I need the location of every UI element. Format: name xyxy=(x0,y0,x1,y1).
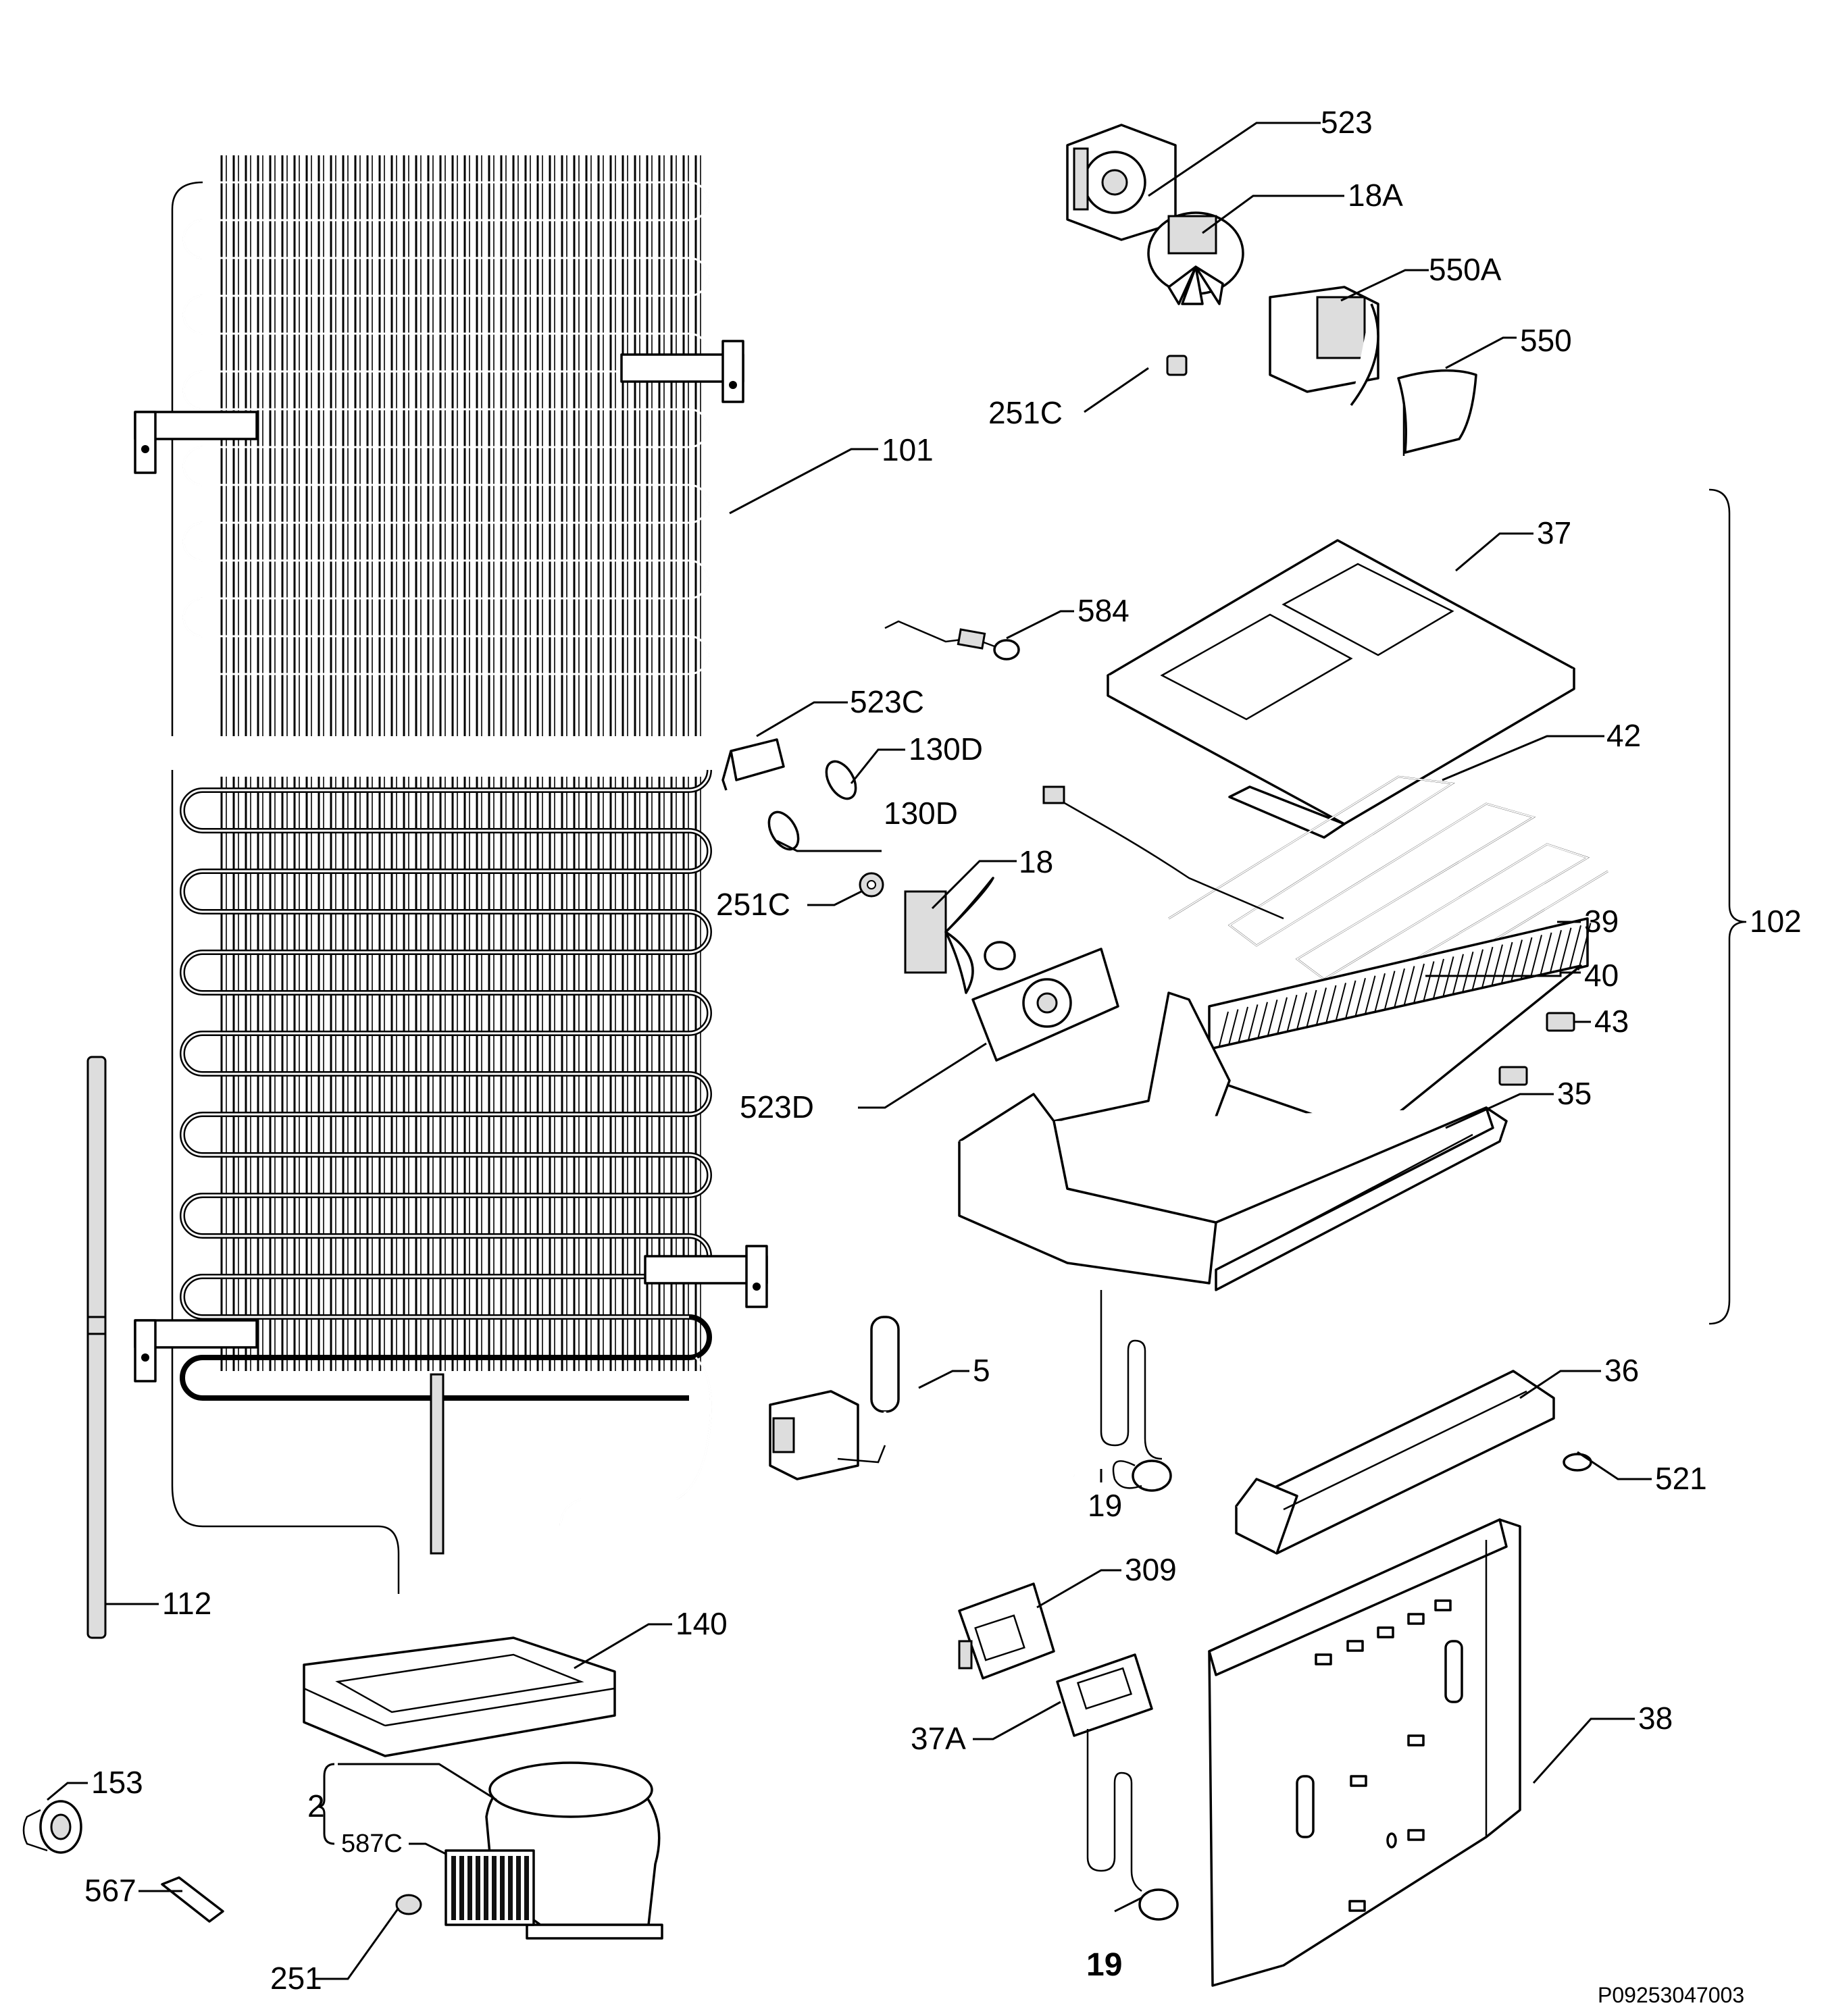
label-521: 521 xyxy=(1655,1461,1707,1496)
sensor-part-584 xyxy=(884,620,1020,661)
bracket-right-upper xyxy=(620,340,744,403)
condenser-part-101 xyxy=(134,155,768,1594)
label-112: 112 xyxy=(162,1586,211,1621)
label-19-top: 19 xyxy=(1088,1488,1122,1523)
control-board-part-309 xyxy=(958,1582,1055,1680)
label-550: 550 xyxy=(1520,323,1572,358)
label-40: 40 xyxy=(1584,958,1619,993)
label-523d: 523D xyxy=(740,1089,814,1125)
label-587c: 587C xyxy=(341,1830,403,1858)
grommet-part-251 xyxy=(395,1894,422,1915)
bracket-part-523c xyxy=(721,738,785,791)
compressor-tray-part-140 xyxy=(303,1636,616,1757)
heater-cable-part-19-bottom xyxy=(1086,1729,1179,1921)
grommet-part-251c-mid xyxy=(859,872,884,898)
label-2: 2 xyxy=(307,1788,325,1824)
drain-tray-part-35 xyxy=(958,991,1508,1291)
label-251c-mid: 251C xyxy=(716,887,790,922)
clip-part-567 xyxy=(161,1876,224,1923)
label-153: 153 xyxy=(91,1765,143,1800)
gasket-part-521 xyxy=(1563,1453,1592,1472)
fan-motor-part-18a xyxy=(1147,211,1244,305)
label-130d-b: 130D xyxy=(884,796,958,831)
fan-bracket-part-523d xyxy=(971,948,1119,1062)
fan-cover-part-523 xyxy=(1066,124,1177,241)
diagram-code: P09253047003 xyxy=(1598,1983,1744,2007)
heater-cable-part-19-top xyxy=(1100,1290,1172,1492)
label-251c-top: 251C xyxy=(988,395,1063,430)
label-140: 140 xyxy=(676,1606,728,1641)
tube-part-153 xyxy=(22,1800,82,1854)
bracket-right-lower xyxy=(644,1245,768,1308)
bracket-part-102 xyxy=(1708,488,1747,1325)
label-523: 523 xyxy=(1321,105,1373,140)
clips-part-43 xyxy=(1498,1012,1575,1086)
label-37: 37 xyxy=(1537,515,1571,550)
display-board-part-37a xyxy=(1056,1653,1153,1737)
damper-cover-part-550 xyxy=(1397,369,1477,456)
label-567: 567 xyxy=(84,1873,136,1908)
label-35: 35 xyxy=(1557,1076,1592,1111)
fan-part-18 xyxy=(904,877,1016,994)
valve-part-5 xyxy=(769,1316,1075,1480)
label-43: 43 xyxy=(1594,1004,1629,1039)
labels: 523 18A 550A 550 251C 101 37 584 523C 13… xyxy=(84,105,1802,2007)
label-102: 102 xyxy=(1750,904,1802,939)
label-130d-a: 130D xyxy=(909,731,983,767)
label-39: 39 xyxy=(1584,904,1619,939)
label-101: 101 xyxy=(882,432,934,467)
bracket-left-upper xyxy=(134,411,258,474)
clip-part-130d-lower xyxy=(767,810,800,851)
damper-part-550a xyxy=(1269,286,1379,407)
drip-tray-part-36 xyxy=(1235,1370,1555,1555)
label-42: 42 xyxy=(1606,718,1641,753)
bracket-left-lower xyxy=(134,1319,258,1382)
drain-tube-part-112 xyxy=(86,1056,107,1639)
label-18a: 18A xyxy=(1348,178,1403,213)
label-5: 5 xyxy=(973,1353,990,1388)
label-36: 36 xyxy=(1604,1353,1639,1388)
leader-lines xyxy=(47,122,1652,1980)
label-523c: 523C xyxy=(850,684,924,719)
label-38: 38 xyxy=(1638,1701,1673,1736)
label-550a: 550A xyxy=(1429,252,1502,287)
cover-plate-part-37 xyxy=(1107,539,1575,839)
relay-part-587c xyxy=(445,1849,535,1926)
label-18: 18 xyxy=(1019,844,1053,879)
label-309: 309 xyxy=(1125,1552,1177,1587)
clip-part-130d-upper xyxy=(825,760,857,800)
label-37a: 37A xyxy=(911,1721,966,1756)
label-19-bottom: 19 xyxy=(1086,1947,1122,1983)
back-panel-part-38 xyxy=(1208,1518,1521,1987)
grommet-part-251c-top xyxy=(1166,355,1188,376)
label-584: 584 xyxy=(1077,593,1130,628)
label-251: 251 xyxy=(270,1961,322,1996)
